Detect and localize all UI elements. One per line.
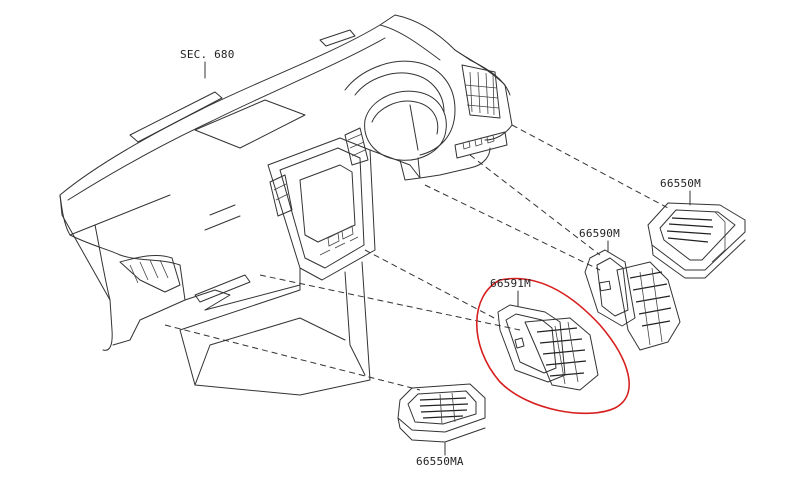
vent-66591m: [497, 304, 599, 391]
vent-66590m: [584, 249, 681, 351]
label-66550m: 66550M: [660, 177, 701, 190]
leader-66590m-a: [469, 154, 601, 256]
leader-lines: [164, 124, 669, 391]
leader-66590m-b: [424, 184, 601, 271]
part-labels: SEC. 680 66550M 66590M 66591M 66550MA: [180, 48, 701, 468]
leader-66550ma: [164, 324, 421, 391]
leader-66550m: [511, 124, 669, 209]
highlight-circle: [475, 277, 630, 415]
leader-66591m: [364, 249, 499, 321]
label-sec-680: SEC. 680: [180, 48, 235, 61]
label-66590m: 66590M: [579, 227, 620, 240]
label-66591m: 66591M: [490, 277, 531, 290]
vent-66550m: [647, 202, 746, 279]
dashboard-assembly: [59, 14, 513, 396]
label-66550ma: 66550MA: [416, 455, 464, 468]
vent-66550ma: [397, 383, 486, 443]
